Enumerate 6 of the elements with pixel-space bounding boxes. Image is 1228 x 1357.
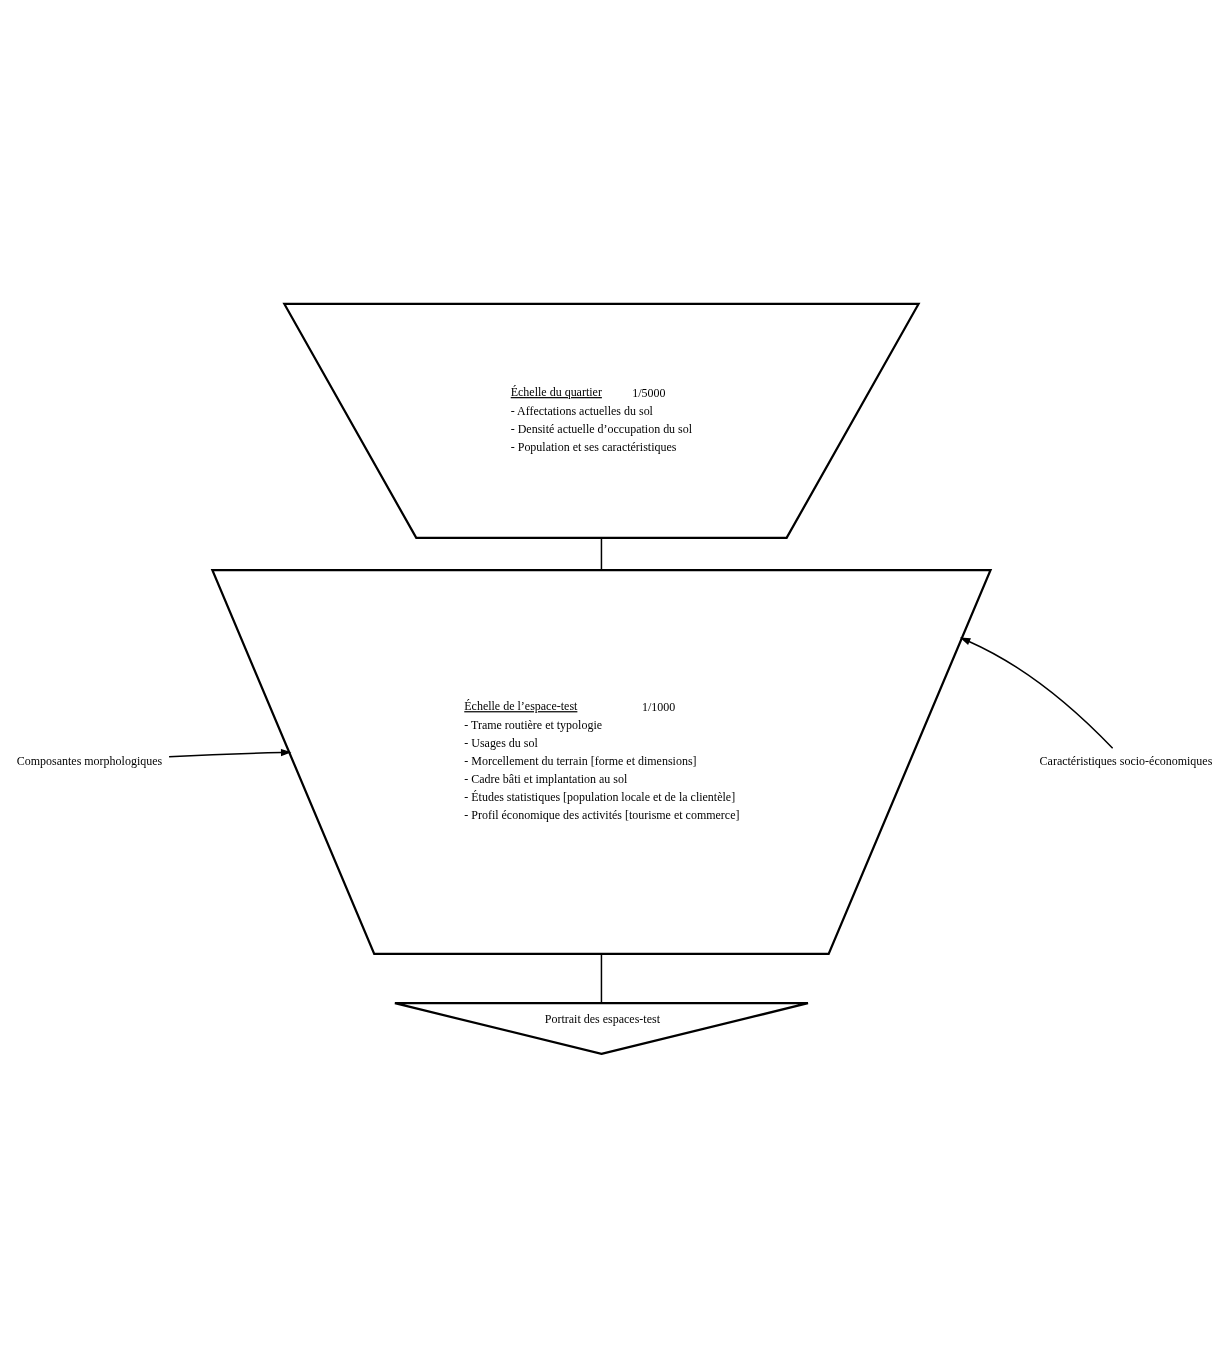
connector <box>600 952 603 1004</box>
node-text: Caractéristiques socio-économiques <box>1039 753 1213 768</box>
arrow <box>959 637 1114 749</box>
arrow <box>168 748 292 757</box>
connector <box>600 536 603 571</box>
node-text: Composantes morphologiques <box>16 753 163 768</box>
